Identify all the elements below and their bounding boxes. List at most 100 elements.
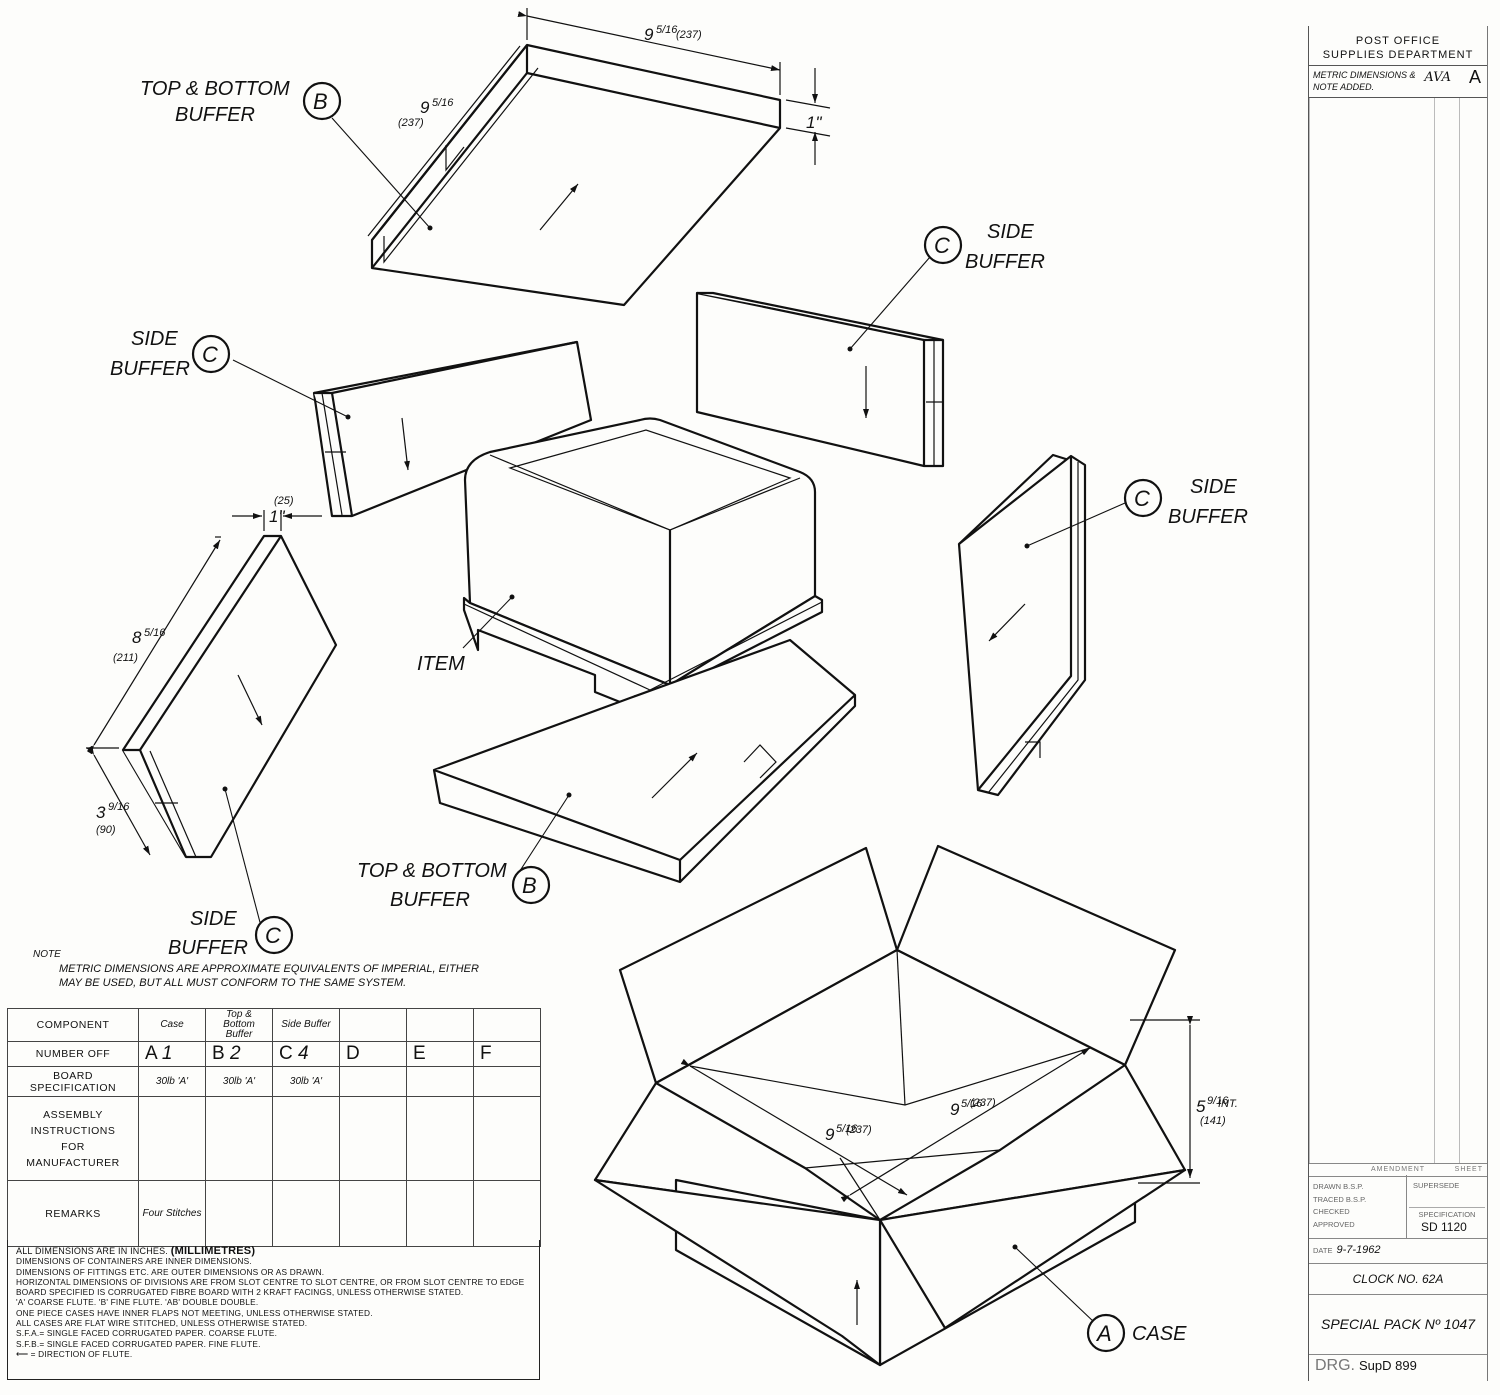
- amendment-header: AMENDMENT SHEET: [1309, 1163, 1487, 1177]
- remarks-cell: [473, 1180, 541, 1247]
- amendment-mark: A: [1468, 67, 1481, 87]
- special-pack-number: SPECIAL PACK Nº 1047: [1309, 1294, 1487, 1355]
- amendment-row: METRIC DIMENSIONS & NOTE ADDED. AVA A: [1309, 66, 1487, 98]
- col-name: [473, 1008, 541, 1042]
- top-depth-frac: 5/16: [432, 97, 454, 109]
- case-depth-frac: 5/16: [961, 1098, 983, 1110]
- number-cell: B 2: [205, 1041, 273, 1067]
- case-width-dim: 9: [825, 1125, 835, 1144]
- title-block-header: POST OFFICE SUPPLIES DEPARTMENT: [1309, 26, 1487, 66]
- top-width-mm: (237): [676, 29, 702, 41]
- table-row: REMARKS Four Stitches: [7, 1180, 541, 1247]
- label-item: ITEM: [417, 653, 465, 675]
- general-note-line: DIMENSIONS OF FITTINGS ETC. ARE OUTER DI…: [16, 1266, 325, 1277]
- remarks-cell: Four Stitches: [138, 1180, 206, 1247]
- side-buffer-c-upper-right: [695, 256, 945, 468]
- assembly-header: ASSEMBLY INSTRUCTIONS FOR MANUFACTURER: [7, 1096, 139, 1181]
- callout-c-right: C: [1134, 486, 1150, 511]
- label-buffer-6: BUFFER: [1168, 506, 1248, 528]
- case-a: [593, 844, 1200, 1367]
- label-case: CASE: [1132, 1323, 1187, 1345]
- clock-number: CLOCK NO. 62A: [1309, 1264, 1487, 1295]
- label-side-2: SIDE: [987, 221, 1034, 243]
- note-heading: NOTE: [33, 949, 61, 960]
- note-text: METRIC DIMENSIONS ARE APPROXIMATE EQUIVA…: [59, 963, 479, 989]
- board-cell: 30lb 'A': [138, 1066, 206, 1097]
- number-cell: A 1: [138, 1041, 206, 1067]
- component-table: COMPONENT Case Top & Bottom Buffer Side …: [7, 1008, 541, 1247]
- col-name: Case: [138, 1008, 206, 1042]
- top-buffer-b: [331, 8, 831, 307]
- board-cell: [339, 1066, 407, 1097]
- side-thickness-mm: (25): [274, 495, 294, 507]
- case-height-dim: 5: [1196, 1097, 1206, 1116]
- callout-a: A: [1095, 1321, 1112, 1346]
- general-note-line: ONE PIECE CASES HAVE INNER FLAPS NOT MEE…: [16, 1307, 373, 1318]
- case-width-frac: 5/16: [836, 1123, 858, 1135]
- board-cell: 30lb 'A': [272, 1066, 340, 1097]
- board-cell: 30lb 'A': [205, 1066, 273, 1097]
- remarks-cell: [406, 1180, 474, 1247]
- table-row: NUMBER OFF A 1 B 2 C 4 D E F: [7, 1041, 541, 1067]
- col-name: Top & Bottom Buffer: [205, 1008, 273, 1042]
- label-buffer-5: BUFFER: [168, 937, 248, 959]
- remarks-cell: [205, 1180, 273, 1247]
- top-depth-dim: 9: [420, 98, 430, 117]
- top-thickness-dim: 1": [806, 113, 822, 132]
- general-note-line: ALL CASES ARE FLAT WIRE STITCHED, UNLESS…: [16, 1318, 308, 1329]
- top-width-dim: 9: [644, 25, 654, 44]
- side-length-dim: 8: [132, 628, 142, 647]
- component-header: COMPONENT: [7, 1008, 139, 1042]
- board-cell: [473, 1066, 541, 1097]
- number-cell: C 4: [272, 1041, 340, 1067]
- top-depth-mm: (237): [398, 117, 424, 129]
- side-length-frac: 5/16: [144, 627, 166, 639]
- number-off-header: NUMBER OFF: [7, 1041, 139, 1067]
- label-top-bottom-buffer-1: TOP & BOTTOM: [140, 78, 290, 100]
- amendment-initials: AVA: [1424, 70, 1451, 85]
- general-note-line: S.F.B.= SINGLE FACED CORRUGATED PAPER. F…: [16, 1338, 261, 1349]
- label-side-3: SIDE: [190, 908, 237, 930]
- label-top-bottom-buffer-2: TOP & BOTTOM: [357, 860, 507, 882]
- case-height-frac: 9/16: [1207, 1095, 1229, 1107]
- top-width-frac: 5/16: [656, 24, 678, 36]
- case-depth-dim: 9: [950, 1100, 960, 1119]
- remarks-cell: [339, 1180, 407, 1247]
- label-buffer-2: BUFFER: [110, 358, 190, 380]
- label-side-4: SIDE: [1190, 476, 1237, 498]
- spec-value: SD 1120: [1421, 1220, 1467, 1234]
- remarks-header: REMARKS: [7, 1180, 139, 1247]
- general-note-line: S.F.A.= SINGLE FACED CORRUGATED PAPER. C…: [16, 1328, 278, 1339]
- label-buffer-4: BUFFER: [390, 889, 470, 911]
- general-notes: ALL DIMENSIONS ARE IN INCHES. (MILLIMETR…: [7, 1240, 540, 1380]
- amendment-columns: [1309, 98, 1487, 1163]
- col-name: [339, 1008, 407, 1042]
- table-row: ASSEMBLY INSTRUCTIONS FOR MANUFACTURER: [7, 1096, 541, 1181]
- case-height-int: INT.: [1218, 1098, 1238, 1110]
- general-note-first: ALL DIMENSIONS ARE IN INCHES. (MILLIMETR…: [16, 1245, 256, 1257]
- callout-c-upper-right: C: [934, 233, 950, 258]
- callout-b-top: B: [313, 89, 328, 114]
- number-cell: F: [473, 1041, 541, 1067]
- table-row: BOARD SPECIFICATION 30lb 'A' 30lb 'A' 30…: [7, 1066, 541, 1097]
- metric-note: NOTE METRIC DIMENSIONS ARE APPROXIMATE E…: [33, 948, 503, 990]
- callout-c-upper-left: C: [202, 342, 218, 367]
- case-depth-mm: (237): [970, 1097, 996, 1109]
- table-row: COMPONENT Case Top & Bottom Buffer Side …: [7, 1008, 541, 1042]
- board-spec-header: BOARD SPECIFICATION: [7, 1066, 139, 1097]
- label-buffer-1: BUFFER: [175, 104, 255, 126]
- general-note-line: 'A' COARSE FLUTE. 'B' FINE FLUTE. 'AB' D…: [16, 1297, 259, 1308]
- general-note-line: BOARD SPECIFIED IS CORRUGATED FIBRE BOAR…: [16, 1287, 464, 1298]
- board-cell: [406, 1066, 474, 1097]
- bottom-buffer-b: [432, 638, 857, 884]
- general-note-line: DIMENSIONS OF CONTAINERS ARE INNER DIMEN…: [16, 1256, 252, 1267]
- drawing-number: DRG.SupD 899: [1315, 1357, 1417, 1374]
- side-thickness-dim: 1": [269, 507, 285, 526]
- side-buffer-c-right: [957, 453, 1126, 797]
- case-width-mm: (237): [846, 1124, 872, 1136]
- col-name: [406, 1008, 474, 1042]
- case-height-mm: (141): [1200, 1115, 1226, 1127]
- col-name: Side Buffer: [272, 1008, 340, 1042]
